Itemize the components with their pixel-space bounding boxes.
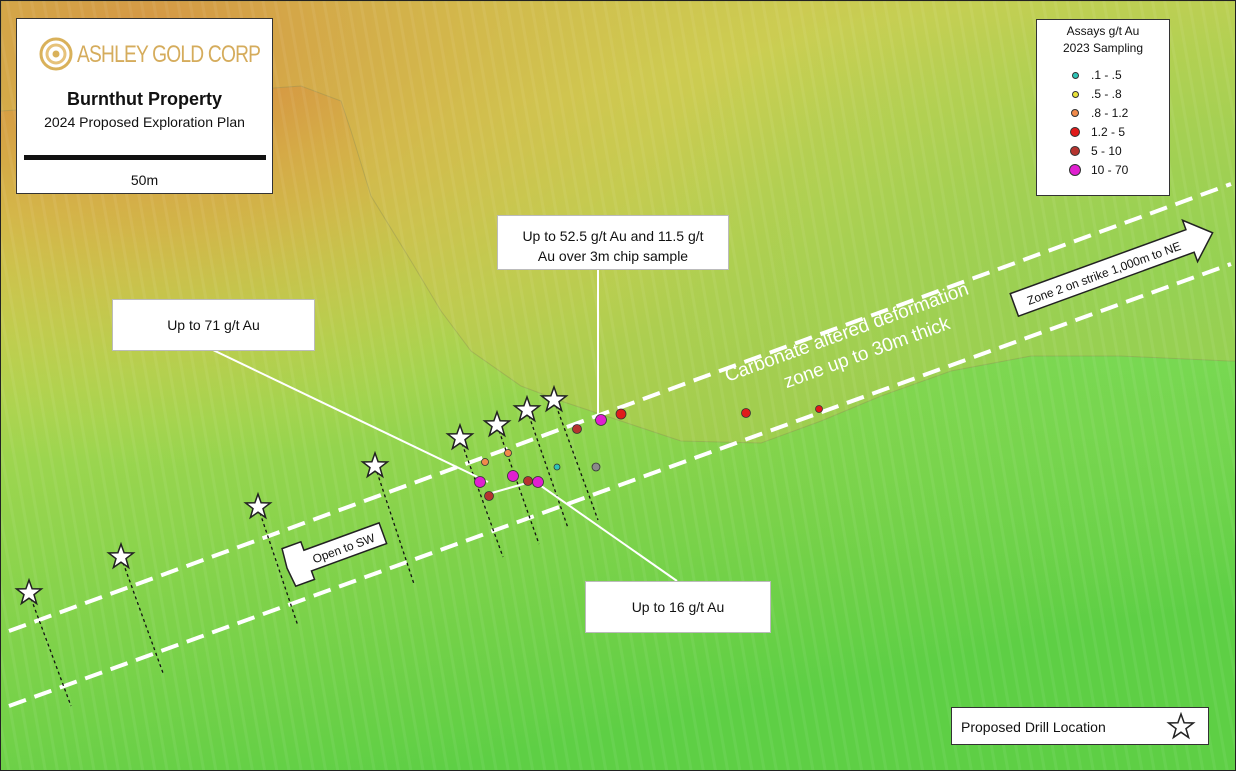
zone-boundary-north <box>8 182 1232 633</box>
callout-52-5-line2: Au over 3m chip sample <box>537 248 689 264</box>
assay-sample <box>595 414 607 426</box>
scale-label: 50m <box>130 172 159 188</box>
legend-items: .1 - .5 .5 - .8 .8 - 1.2 1.2 - 5 5 - 10 10 - … <box>1069 68 1165 182</box>
assay-legend: Assays g/t Au 2023 Sampling .1 - .5 .5 - … <box>1036 19 1170 196</box>
assay-sample <box>615 408 627 420</box>
assay-sample <box>532 476 544 488</box>
callout-16: Up to 16 g/t Au <box>585 581 771 633</box>
drill-trace <box>257 506 299 627</box>
star-icon <box>482 409 512 438</box>
zone-boundary-south <box>8 262 1232 708</box>
title-block: ASHLEY GOLD CORP Burnthut Property 2024 … <box>16 18 273 194</box>
legend-item-label: .5 - .8 <box>1091 87 1122 101</box>
legend-item: .5 - .8 <box>1071 87 1165 106</box>
drill-trace <box>374 465 415 585</box>
assay-sample <box>572 424 582 434</box>
drill-legend-label: Proposed Drill Location <box>961 719 1106 735</box>
legend-item: .1 - .5 <box>1071 68 1165 87</box>
assay-sample <box>507 470 519 482</box>
legend-item: 1.2 - 5 <box>1070 125 1165 144</box>
plan-subtitle: 2024 Proposed Exploration Plan <box>44 114 245 130</box>
legend-swatch <box>1071 109 1079 117</box>
property-title: Burnthut Property <box>67 89 222 109</box>
legend-item-label: .8 - 1.2 <box>1091 106 1129 120</box>
company-logo: ASHLEY GOLD CORP <box>39 37 261 71</box>
callout-16-text: Up to 16 g/t Au <box>631 599 725 615</box>
arrow-right-icon <box>1009 218 1214 318</box>
legend-title-1: Assays g/t Au <box>1066 24 1140 38</box>
star-icon <box>539 384 569 413</box>
legend-swatch <box>1070 146 1080 156</box>
drill-trace <box>28 592 72 707</box>
callout-52-5: Up to 52.5 g/t Au and 11.5 g/t Au over 3… <box>497 215 729 270</box>
drill-trace <box>120 556 164 674</box>
legend-item-label: 1.2 - 5 <box>1091 125 1126 139</box>
legend-title-2: 2023 Sampling <box>1062 41 1144 55</box>
star-icon <box>1166 712 1196 740</box>
drill-locations <box>14 384 569 606</box>
callout-71-text: Up to 71 g/t Au <box>167 317 260 333</box>
assay-sample <box>553 463 561 471</box>
assay-sample <box>815 405 823 413</box>
arrow-left-icon <box>281 521 388 588</box>
callout-71: Up to 71 g/t Au <box>112 299 315 351</box>
assay-sample <box>484 491 494 501</box>
assay-sample <box>523 476 533 486</box>
legend-swatch <box>1069 164 1081 176</box>
company-name: ASHLEY GOLD CORP <box>77 41 261 68</box>
star-icon <box>360 450 390 479</box>
assay-samples <box>474 405 823 501</box>
callout-52-5-line1: Up to 52.5 g/t Au and 11.5 g/t <box>522 228 704 244</box>
logo-icon <box>39 37 73 71</box>
drill-trace <box>526 409 569 529</box>
star-icon <box>445 422 475 451</box>
drill-legend: Proposed Drill Location <box>951 707 1209 745</box>
drill-traces <box>28 399 599 707</box>
legend-swatch <box>1070 127 1080 137</box>
legend-item-label: 5 - 10 <box>1091 144 1122 158</box>
assay-sample <box>481 458 489 466</box>
legend-item-label: .1 - .5 <box>1091 68 1122 82</box>
leader-line-71 <box>212 349 489 483</box>
legend-item: .8 - 1.2 <box>1071 106 1165 125</box>
legend-item: 5 - 10 <box>1070 144 1165 163</box>
assay-sample <box>741 408 751 418</box>
scale-bar <box>24 155 266 160</box>
star-icon <box>243 491 273 520</box>
legend-item-label: 10 - 70 <box>1091 163 1129 177</box>
assay-sample <box>474 476 486 488</box>
assay-sample <box>591 462 601 472</box>
star-icon <box>512 394 542 423</box>
legend-swatch <box>1071 90 1079 98</box>
legend-item: 10 - 70 <box>1069 163 1165 182</box>
legend-swatch <box>1071 71 1079 79</box>
star-icon <box>14 577 44 606</box>
star-icon <box>106 541 136 570</box>
assay-sample <box>504 449 512 457</box>
